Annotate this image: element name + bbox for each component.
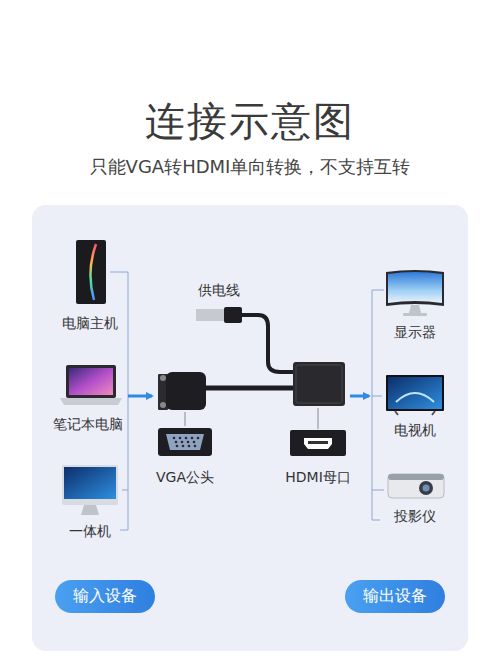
usb-housing bbox=[224, 307, 242, 323]
connector-label: HDMI母口 bbox=[285, 469, 351, 487]
tv-frame bbox=[386, 375, 444, 411]
vga-cable bbox=[204, 386, 294, 391]
tv-screen bbox=[388, 377, 442, 409]
aio-frame bbox=[62, 465, 118, 505]
vga-screw bbox=[160, 402, 166, 408]
bracket-tick bbox=[120, 530, 128, 531]
monitor-screen bbox=[388, 272, 442, 303]
bracket-tick bbox=[110, 272, 128, 273]
aio-screen bbox=[64, 467, 116, 499]
hdmi-box bbox=[293, 362, 345, 406]
power-cable bbox=[240, 315, 294, 372]
pill-text: 输出设备 bbox=[363, 586, 427, 607]
leader-line bbox=[185, 412, 186, 426]
bracket-line bbox=[128, 272, 129, 530]
leader-line bbox=[318, 408, 319, 429]
output-pill: 输出设备 bbox=[345, 580, 445, 613]
connector-label: VGA公头 bbox=[156, 469, 214, 487]
flow-arrow bbox=[128, 395, 152, 398]
vga-pins bbox=[173, 437, 200, 448]
projector-glass bbox=[423, 485, 430, 492]
subtitle: 只能VGA转HDMI单向转换，不支持互转 bbox=[90, 155, 411, 179]
projector-body bbox=[388, 474, 444, 498]
laptop-base bbox=[60, 398, 122, 405]
tv-legs bbox=[395, 411, 435, 415]
vga-screw bbox=[160, 375, 166, 381]
bracket-tick bbox=[122, 490, 128, 491]
hdmi-port-face bbox=[304, 438, 332, 449]
vga-port-face bbox=[166, 434, 204, 450]
laptop-screen bbox=[69, 368, 113, 395]
bracket-tick bbox=[372, 490, 384, 491]
monitor-foot bbox=[403, 313, 427, 316]
page-title: 连接示意图 bbox=[145, 94, 355, 149]
bracket-tick bbox=[372, 520, 380, 521]
adapter bbox=[158, 307, 345, 410]
usb-metal bbox=[196, 309, 224, 321]
hdmi-port-icon bbox=[290, 430, 346, 456]
hdmi-port-frame bbox=[290, 430, 346, 456]
cable-label: 供电线 bbox=[198, 282, 240, 300]
projector bbox=[388, 474, 444, 498]
input-pill: 输入设备 bbox=[55, 580, 155, 613]
tv bbox=[386, 375, 444, 415]
right-bracket bbox=[372, 290, 384, 520]
tv-splash bbox=[396, 393, 434, 402]
left-bracket bbox=[110, 272, 128, 530]
vga-body bbox=[166, 372, 206, 410]
pc-tower bbox=[76, 240, 106, 304]
device-label: 显示器 bbox=[394, 324, 436, 342]
device-label: 笔记本电脑 bbox=[53, 416, 123, 434]
device-label: 投影仪 bbox=[394, 508, 436, 526]
projector-top bbox=[388, 474, 444, 480]
vga-port-frame bbox=[158, 428, 212, 456]
monitor-stand bbox=[409, 305, 421, 313]
hdmi-port-tongue bbox=[308, 441, 328, 444]
pill-text: 输入设备 bbox=[73, 586, 137, 607]
projector-lens bbox=[419, 481, 433, 495]
hdmi-box-edge bbox=[296, 365, 342, 403]
device-label: 一体机 bbox=[69, 523, 111, 541]
aio-stand bbox=[81, 505, 99, 515]
device-label: 电脑主机 bbox=[62, 315, 118, 333]
monitor bbox=[386, 270, 444, 316]
flow-arrow bbox=[350, 395, 369, 398]
bracket-tick bbox=[372, 396, 382, 397]
bracket-tick bbox=[372, 290, 384, 291]
all-in-one bbox=[62, 465, 118, 515]
laptop bbox=[60, 365, 122, 405]
monitor-frame bbox=[386, 270, 444, 306]
tower-light bbox=[90, 244, 96, 300]
device-label: 电视机 bbox=[394, 422, 436, 440]
vga-port-icon bbox=[158, 428, 212, 456]
bracket-line bbox=[372, 290, 373, 520]
tower-body bbox=[76, 240, 106, 304]
laptop-frame bbox=[66, 365, 116, 398]
panel bbox=[32, 205, 468, 651]
